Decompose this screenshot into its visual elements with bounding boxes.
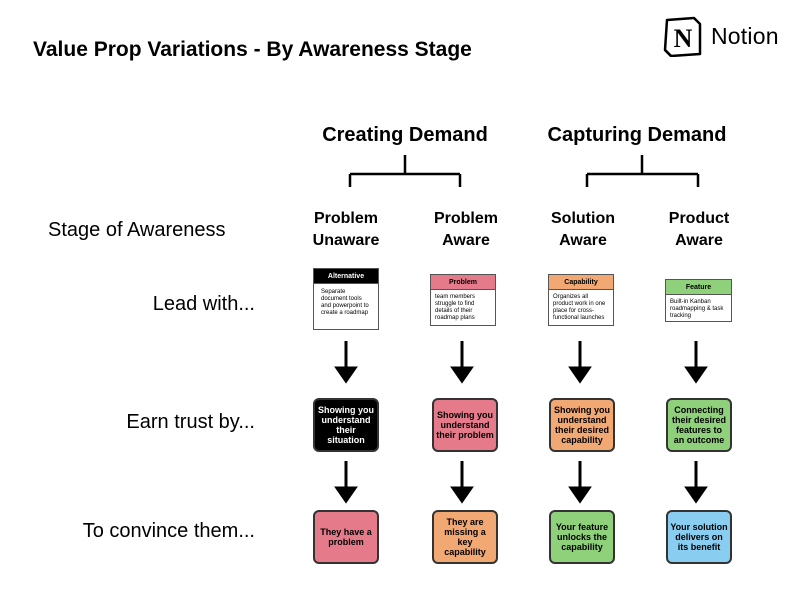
lead-card-feature: Feature Built-in Kanban roadmapping & ta… bbox=[665, 279, 732, 322]
lead-card-problem: Problem team members struggle to find de… bbox=[430, 274, 496, 326]
lead-card-capability: Capability Organizes all product work in… bbox=[548, 274, 614, 326]
convince-box-problem-unaware: They have a problem bbox=[313, 510, 379, 564]
page-title: Value Prop Variations - By Awareness Sta… bbox=[33, 38, 472, 61]
trust-box-problem-unaware: Showing you understand their situation bbox=[313, 398, 379, 452]
group-title-creating-demand: Creating Demand bbox=[322, 124, 488, 146]
row-label-stage-of-awareness: Stage of Awareness bbox=[48, 219, 226, 241]
card-title: Capability bbox=[549, 275, 613, 290]
card-text: Organizes all product work in one place … bbox=[553, 294, 606, 321]
bracket-creating-demand bbox=[348, 155, 462, 187]
group-title-capturing-demand: Capturing Demand bbox=[547, 124, 727, 146]
card-title: Feature bbox=[666, 280, 731, 295]
convince-box-problem-aware: They are missing a key capability bbox=[432, 510, 498, 564]
convince-box-solution-aware: Your feature unlocks the capability bbox=[549, 510, 615, 564]
card-title: Problem bbox=[431, 275, 495, 290]
card-text: Built-in Kanban roadmapping & task track… bbox=[670, 299, 724, 319]
row-label-earn-trust: Earn trust by... bbox=[126, 411, 255, 433]
notion-logo-icon: N bbox=[663, 16, 702, 57]
trust-box-solution-aware: Showing you understand their desired cap… bbox=[549, 398, 615, 452]
card-title: Alternative bbox=[314, 269, 378, 284]
card-text: Separate document tools and powerpoint t… bbox=[321, 289, 369, 316]
brackets bbox=[348, 155, 700, 187]
row-label-lead-with: Lead with... bbox=[152, 293, 255, 315]
convince-box-product-aware: Your solution delivers on its benefit bbox=[666, 510, 732, 564]
brand-logo: N Notion bbox=[662, 16, 779, 57]
lead-card-alternative: Alternative Separate document tools and … bbox=[313, 268, 379, 330]
arrows bbox=[334, 341, 708, 504]
brand-name: Notion bbox=[711, 23, 779, 49]
card-text: team members struggle to find details of… bbox=[435, 294, 476, 321]
bracket-capturing-demand bbox=[585, 155, 700, 187]
svg-text:N: N bbox=[674, 24, 693, 53]
row-label-convince: To convince them... bbox=[82, 520, 255, 542]
trust-box-problem-aware: Showing you understand their problem bbox=[432, 398, 498, 452]
trust-box-product-aware: Connecting their desired features to an … bbox=[666, 398, 732, 452]
